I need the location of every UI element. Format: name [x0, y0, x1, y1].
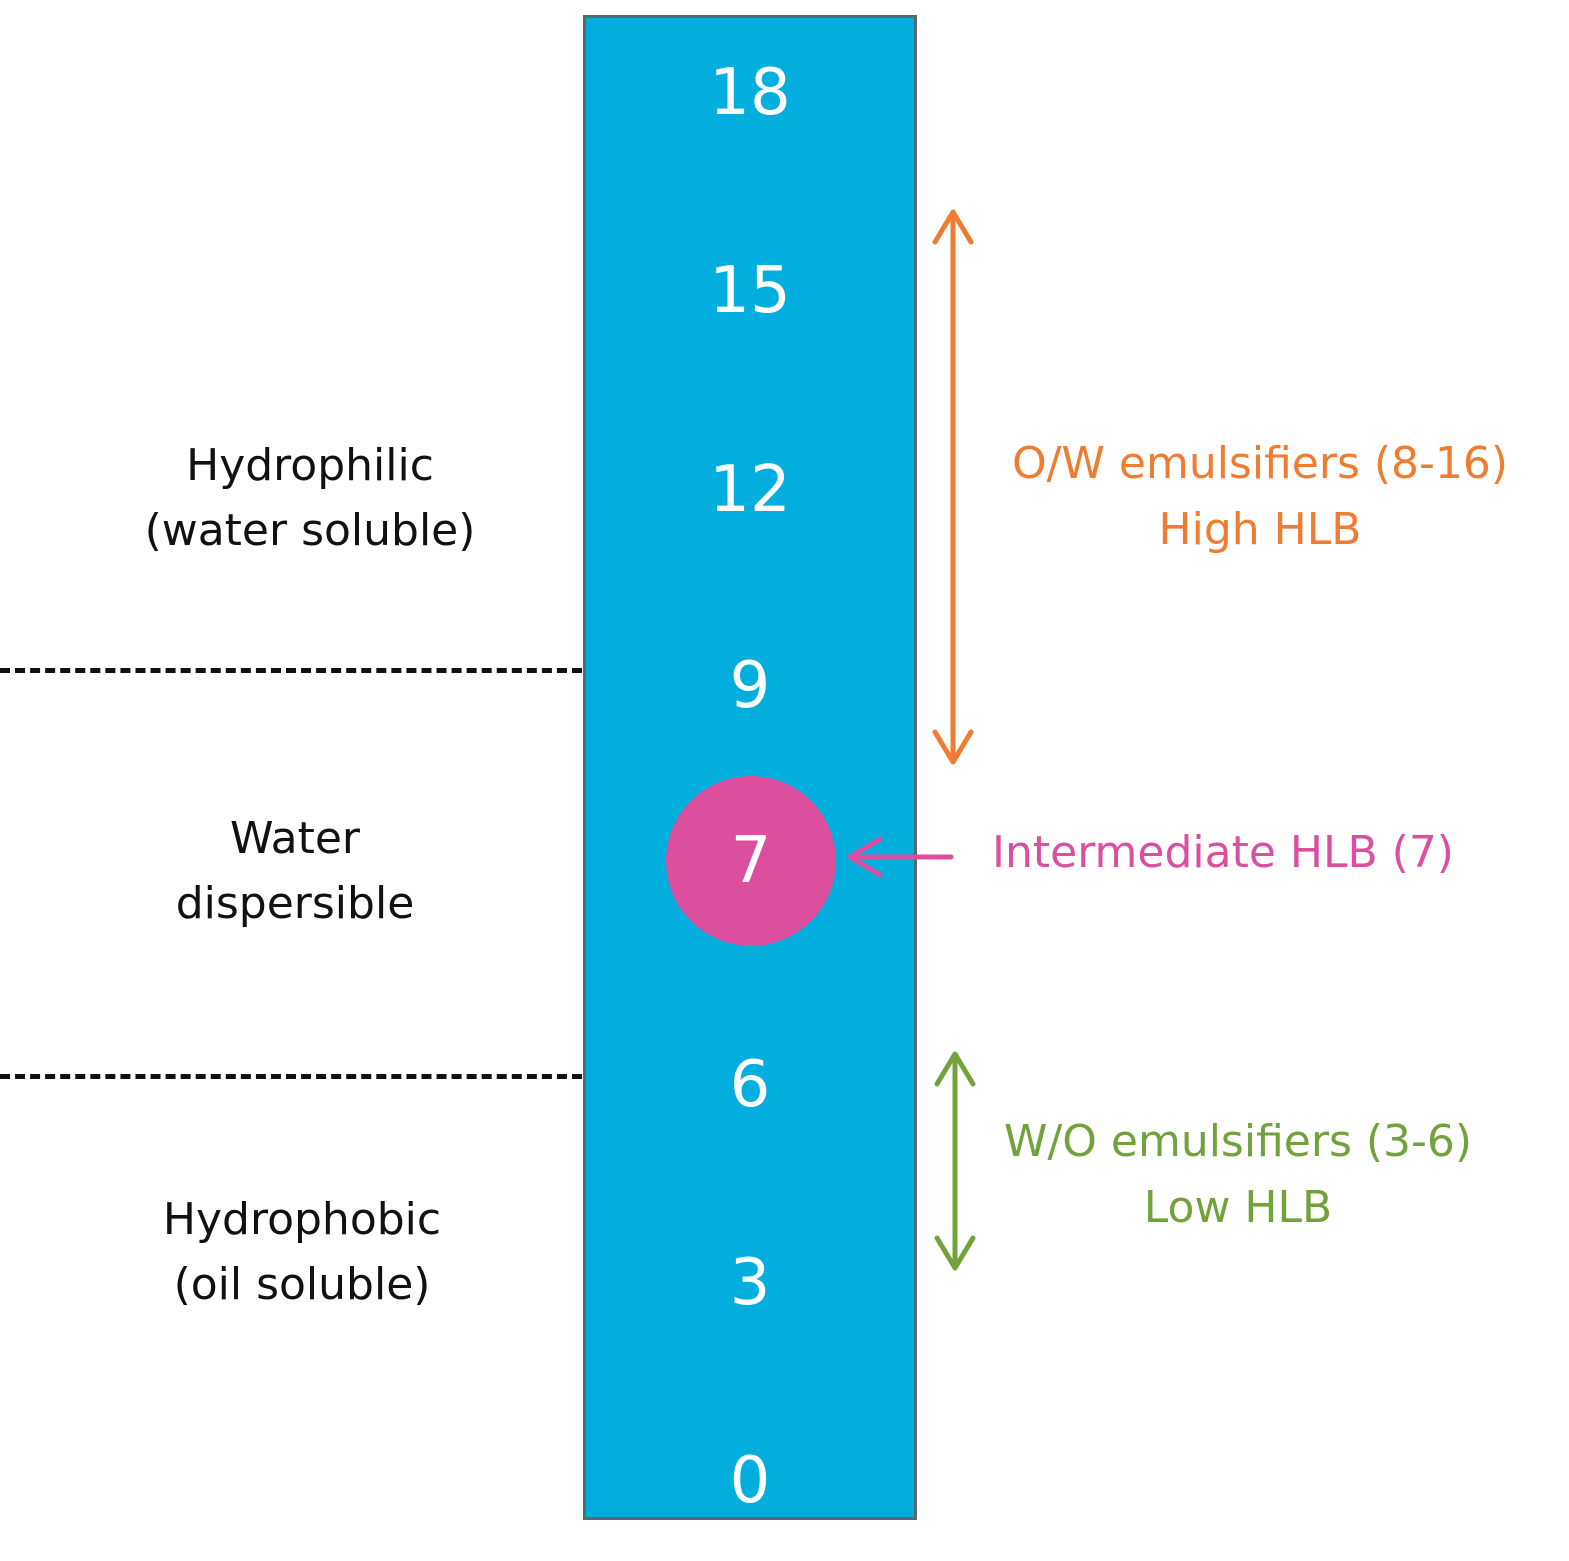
tick-label-0: 0: [729, 1444, 771, 1518]
region-hydrophobic: Hydrophobic (oil soluble): [52, 1187, 552, 1317]
intermediate-marker: 7: [666, 776, 836, 946]
intermediate-marker-value: 7: [730, 824, 772, 898]
intermediate-range-label: Intermediate HLB (7): [923, 820, 1523, 886]
ow-range-title: O/W emulsifiers (8-16): [1011, 438, 1509, 489]
tick-label-12: 12: [709, 453, 791, 527]
region-dispersible-line1: Water: [229, 813, 361, 864]
wo-range-subtitle: Low HLB: [1143, 1182, 1333, 1233]
wo-range-title: W/O emulsifiers (3-6): [1003, 1116, 1473, 1167]
tick-label-15: 15: [709, 254, 791, 328]
ow-range-arrow: [932, 209, 974, 765]
boundary-hydrophilic-dispersible: [0, 668, 582, 673]
intermediate-range-title: Intermediate HLB (7): [992, 827, 1454, 878]
ow-range-label: O/W emulsifiers (8-16) High HLB: [960, 431, 1560, 563]
intermediate-pointer-arrow: [847, 836, 954, 878]
hlb-scale-bar: 18 15 12 9 6 3 0: [583, 15, 917, 1520]
wo-range-arrow: [934, 1051, 976, 1271]
region-hydrophobic-title: Hydrophobic: [162, 1194, 442, 1245]
ow-range-subtitle: High HLB: [1158, 504, 1362, 555]
region-dispersible-line2: dispersible: [175, 878, 415, 929]
region-hydrophilic: Hydrophilic (water soluble): [60, 433, 560, 563]
wo-range-label: W/O emulsifiers (3-6) Low HLB: [938, 1109, 1538, 1241]
tick-label-9: 9: [729, 649, 771, 723]
region-hydrophilic-title: Hydrophilic: [186, 440, 434, 491]
tick-label-3: 3: [729, 1246, 771, 1320]
region-dispersible: Water dispersible: [45, 806, 545, 936]
tick-label-18: 18: [709, 56, 791, 130]
region-hydrophobic-subtitle: (oil soluble): [173, 1259, 431, 1310]
tick-label-6: 6: [729, 1048, 771, 1122]
boundary-dispersible-hydrophobic: [0, 1074, 582, 1079]
region-hydrophilic-subtitle: (water soluble): [144, 505, 476, 556]
